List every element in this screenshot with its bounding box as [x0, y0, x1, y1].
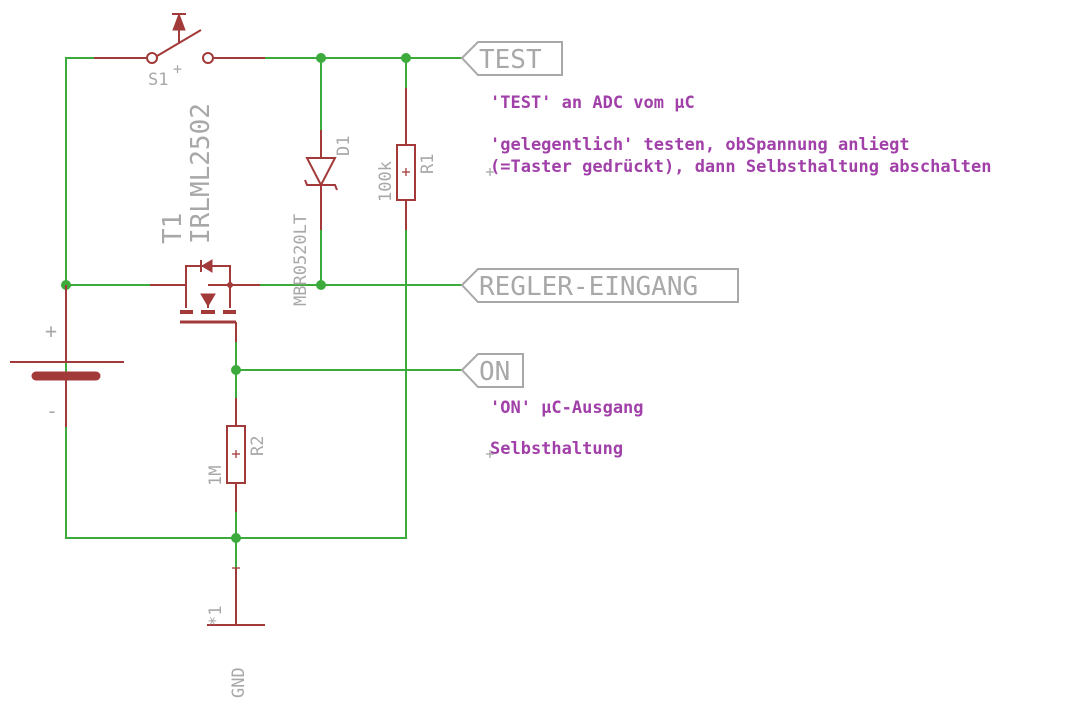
t1-value: IRLML2502 [186, 103, 216, 244]
s1-plus-sign: + [173, 60, 182, 78]
resistor-r1: R1 100k [376, 88, 438, 230]
note-on-line2: Selbsthaltung [490, 439, 623, 459]
d1-triangle [305, 157, 337, 188]
net-label-test: TEST [460, 41, 563, 76]
net-label-test-frame [460, 41, 563, 76]
junction-dot [231, 365, 241, 375]
s1-contact-right [202, 52, 214, 64]
gnd-name: GND [229, 667, 249, 698]
note-test: 'TEST' an ADC vom µC 'gelegentlich' test… [486, 93, 992, 177]
switch-s1: + S1 [94, 12, 265, 90]
d1-name: D1 [334, 136, 354, 156]
transistor-t1: T1 IRLML2502 [150, 103, 260, 342]
net-label-regler-frame [460, 268, 739, 303]
note-test-line2: 'gelegentlich' testen, obSpannung anlieg… [490, 135, 910, 155]
t1-node-dot [227, 282, 233, 288]
net-label-on-frame [460, 353, 524, 388]
battery: + - [10, 285, 124, 427]
r1-name: R1 [418, 154, 438, 174]
r2-value: 1M [206, 466, 226, 486]
r1-body [396, 144, 416, 201]
note-on-line1: 'ON' µC-Ausgang [490, 398, 644, 418]
wires [65, 57, 463, 569]
r2-body [226, 425, 246, 484]
resistor-r2: R2 1M [206, 398, 268, 512]
gnd-pin-label: *1 [206, 606, 226, 626]
battery-minus-sign: - [46, 399, 58, 423]
net-label-test-text: TEST [479, 45, 542, 75]
net-label-regler: REGLER-EINGANG [460, 268, 739, 303]
net-label-on-text: ON [479, 357, 510, 387]
s1-push-icon [172, 12, 186, 31]
note-test-line1: 'TEST' an ADC vom µC [490, 93, 695, 113]
junction-dot [316, 280, 326, 290]
junction-dot [316, 53, 326, 63]
junction-dot [231, 533, 241, 543]
s1-contact-left [146, 52, 158, 64]
r1-value: 100k [376, 161, 396, 202]
r2-name: R2 [248, 436, 268, 456]
junctions [61, 53, 411, 543]
note-on: 'ON' µC-Ausgang Selbsthaltung [486, 398, 644, 459]
s1-name: S1 [148, 70, 168, 90]
net-label-regler-text: REGLER-EINGANG [479, 272, 698, 302]
d1-value: MBR0520LT [291, 214, 311, 306]
note-test-line3: (=Taster gedrückt), dann Selbsthaltung a… [490, 157, 992, 177]
ground-symbol: *1 GND [206, 567, 265, 698]
d1-cathode-bar [304, 179, 338, 191]
t1-body-diode-icon [201, 259, 213, 273]
t1-arrow-icon [200, 293, 216, 307]
net-label-on: ON [460, 353, 524, 388]
junction-dot [401, 53, 411, 63]
battery-plus-sign: + [45, 319, 57, 343]
t1-name: T1 [158, 213, 188, 244]
diode-d1: D1 MBR0520LT [291, 130, 354, 306]
